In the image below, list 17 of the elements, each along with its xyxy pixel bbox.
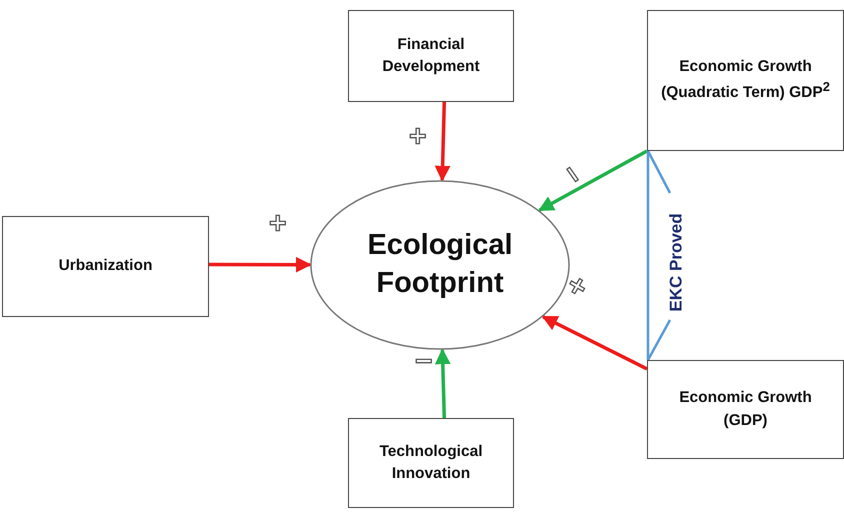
node-label: Economic Growth (GDP) <box>678 388 813 430</box>
factor-box <box>2 216 209 317</box>
node-label: Technological Innovation <box>378 442 484 484</box>
factor-box <box>647 10 844 151</box>
node-label: Urbanization <box>58 256 152 276</box>
factor-box <box>647 360 844 459</box>
node-label: Financial Development <box>381 34 481 77</box>
sign-label: + <box>269 209 287 239</box>
sign-label: + <box>409 122 427 152</box>
edge-label: EKC Proved <box>668 212 685 312</box>
sign-label: − <box>415 347 433 377</box>
sign-label: + <box>562 270 592 304</box>
factor-box <box>348 418 514 508</box>
node-label: Ecological Footprint <box>366 228 514 301</box>
sign-label: − <box>554 159 590 191</box>
factor-box <box>348 10 514 102</box>
node-label: Economic Growth (Quadratic Term) GDP$^{2}$ <box>660 56 831 104</box>
